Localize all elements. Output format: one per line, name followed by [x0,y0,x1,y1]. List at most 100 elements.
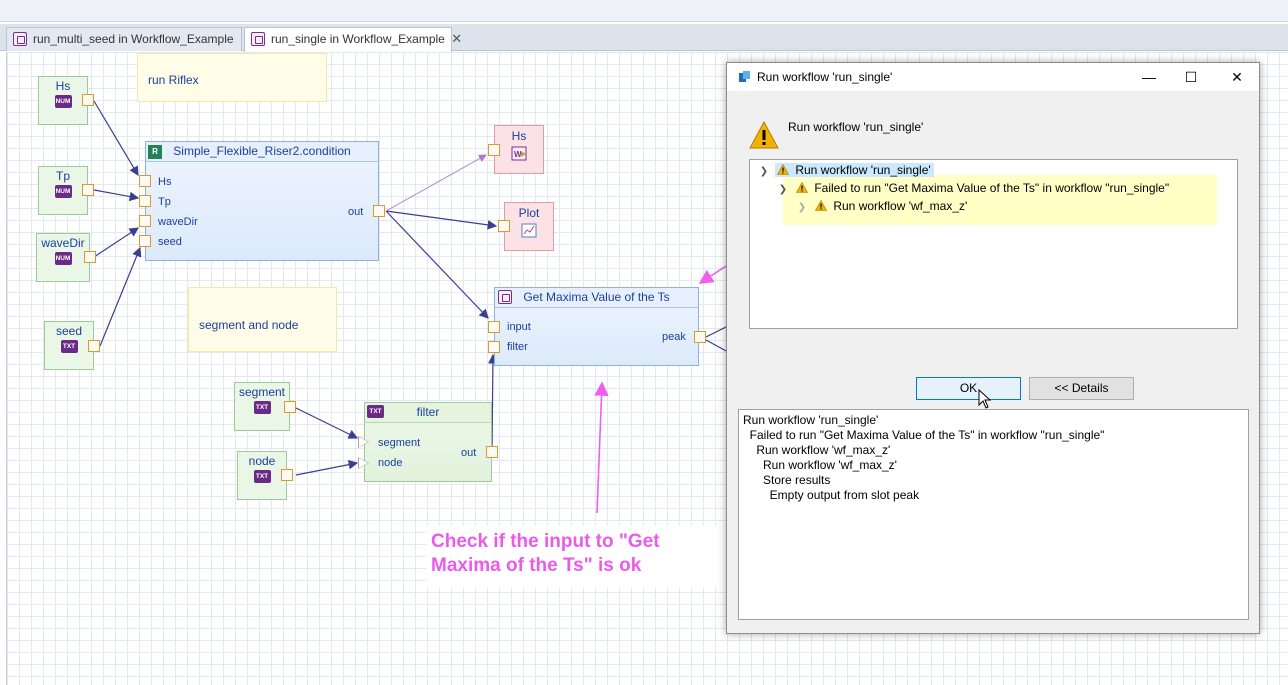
note-run-riflex[interactable]: run Riflex [137,53,327,102]
txt-type-icon: TXT [60,340,78,353]
annotation-callout: Check if the input to "Get Maxima of the… [427,525,733,587]
ok-button[interactable]: OK [916,377,1021,400]
warning-icon [749,121,779,149]
output-port-tp[interactable] [82,184,94,196]
node-label: seed [55,324,83,338]
details-text-area[interactable]: Run workflow 'run_single' Failed to run … [738,409,1249,620]
input-port-segment[interactable] [358,436,369,448]
details-line: Run workflow 'wf_max_z' [743,458,897,472]
condition-block-header: R Simple_Flexible_Riser2.condition [146,142,378,162]
input-node-node[interactable]: node TXT [237,451,287,500]
maximize-icon[interactable]: ☐ [1184,69,1198,85]
status-tree[interactable]: ❯ Run workflow 'run_single' ❯ Failed to … [749,159,1238,329]
tab-run-multi-seed[interactable]: run_multi_seed in Workflow_Example [6,27,242,51]
input-node-seed[interactable]: seed TXT [44,321,94,370]
input-port-hs[interactable] [139,175,151,187]
condition-block[interactable]: R Simple_Flexible_Riser2.condition Hs Tp… [145,141,379,261]
details-line: Run workflow 'wf_max_z' [743,443,891,457]
warning-icon [815,200,828,212]
input-port-output-hs[interactable] [488,144,500,156]
node-label: waveDir [41,236,85,250]
tree-item-label: Run workflow 'run_single' [795,163,931,177]
filter-block[interactable]: TXT filter segment node out [364,402,492,482]
slot-label-hs: Hs [158,176,172,188]
output-port-segment[interactable] [284,401,296,413]
num-type-icon: NUM [54,252,72,265]
callout-line-1: Check if the input to "Get [431,531,660,552]
input-port-tp[interactable] [139,195,151,207]
dialog-message: Run workflow 'run_single' [788,120,924,134]
output-port-wavedir[interactable] [84,251,96,263]
workflow-icon [251,32,265,46]
input-port-node[interactable] [358,457,369,469]
node-label: segment [238,385,286,399]
txt-type-icon: TXT [367,405,384,418]
note-segment-and-node[interactable]: segment and node [188,287,337,352]
dialog-title-bar: Run workflow 'run_single' — ☐ ✕ [727,63,1259,91]
slot-label-wavedir: waveDir [158,216,198,228]
app-icon [739,71,750,82]
input-port-seed[interactable] [139,235,151,247]
input-port-wavedir[interactable] [139,215,151,227]
input-port-plot[interactable] [498,220,510,232]
warning-icon [777,164,790,176]
callout-line-2: Maxima of the Ts" is ok [431,555,642,576]
tab-run-single[interactable]: run_single in Workflow_Example ✕ [244,27,462,52]
mouse-cursor-icon [978,389,992,409]
input-node-segment[interactable]: segment TXT [234,382,290,431]
slot-label-out: out [461,447,477,459]
details-line: Failed to run "Get Maxima Value of the T… [743,428,1105,442]
tree-item-label: Failed to run "Get Maxima Value of the T… [814,181,1170,195]
top-toolbar [0,0,1288,22]
dialog-title: Run workflow 'run_single' [757,70,893,84]
output-node-plot[interactable]: Plot [504,202,554,251]
slot-label-out: out [348,206,364,218]
close-tab-icon[interactable]: ✕ [451,31,463,46]
node-label: Hs [511,129,527,143]
input-node-hs[interactable]: Hs NUM [38,76,88,125]
close-icon[interactable]: ✕ [1231,69,1243,85]
warning-icon [796,182,809,194]
block-title: Simple_Flexible_Riser2.condition [173,144,351,158]
slot-label-node: node [378,457,403,469]
tree-item[interactable]: ❯ Run workflow 'run_single' [756,161,934,179]
input-node-wavedir[interactable]: waveDir NUM [36,233,90,282]
output-port-node[interactable] [281,469,293,481]
get-maxima-header: Get Maxima Value of the Ts [495,288,698,308]
tree-item[interactable]: ❯ Run workflow 'wf_max_z' [794,197,968,215]
get-maxima-block[interactable]: Get Maxima Value of the Ts input filter … [494,287,699,366]
slot-label-filter: filter [507,341,528,353]
svg-text:W: W [514,150,522,159]
slot-label-seed: seed [158,236,182,248]
node-label: Plot [518,206,540,220]
chevron-down-icon[interactable]: ❯ [759,166,769,177]
minimize-icon[interactable]: — [1142,69,1156,85]
tab-label: run_single in Workflow_Example [271,32,445,46]
tree-item[interactable]: ❯ Failed to run "Get Maxima Value of the… [775,179,1169,197]
input-port-filter[interactable] [488,341,500,353]
run-workflow-dialog: Run workflow 'run_single' — ☐ ✕ Run work… [726,62,1260,634]
chevron-right-icon[interactable]: ❯ [797,202,807,213]
slot-label-peak: peak [662,331,686,343]
output-port-peak[interactable] [694,331,706,343]
output-port-hs[interactable] [82,94,94,106]
txt-type-icon: TXT [253,401,271,414]
input-port-input[interactable] [488,321,500,333]
tree-item-label: Run workflow 'wf_max_z' [833,199,968,213]
block-title: Get Maxima Value of the Ts [523,290,670,304]
details-button[interactable]: << Details [1029,377,1134,400]
riflex-icon: R [148,145,162,159]
output-node-hs[interactable]: Hs W [494,125,544,174]
input-node-tp[interactable]: Tp NUM [38,166,88,215]
output-port-filter[interactable] [486,446,498,458]
output-port-seed[interactable] [88,340,100,352]
workflow-icon [498,290,512,304]
filter-header: TXT filter [365,403,491,423]
details-line: Run workflow 'run_single' [743,413,879,427]
chevron-down-icon[interactable]: ❯ [778,184,788,195]
slot-label-input: input [507,321,531,333]
output-port-condition[interactable] [373,205,385,217]
slot-label-segment: segment [378,437,421,449]
block-title: filter [416,405,440,419]
editor-tab-bar: run_multi_seed in Workflow_Example run_s… [0,24,1288,52]
